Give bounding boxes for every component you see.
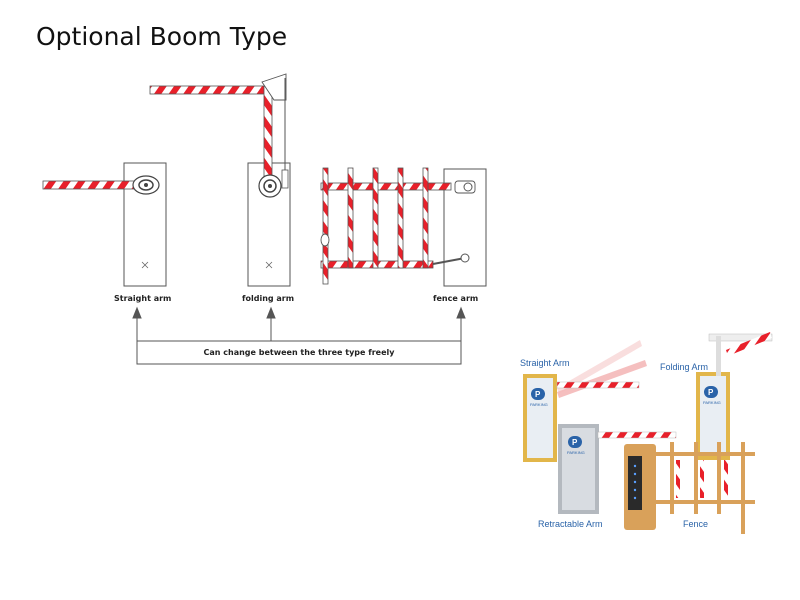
- logo-letter-1: P: [535, 390, 541, 399]
- folding-arm-label: folding arm: [242, 294, 295, 303]
- bracket-arrows: [132, 306, 466, 365]
- logo-letter-3: P: [572, 438, 578, 447]
- bracket-label: Can change between the three type freely: [203, 348, 395, 357]
- page-title: Optional Boom Type: [36, 22, 288, 51]
- fence-arm-drawing: [320, 167, 487, 287]
- logo-letter-2: P: [708, 388, 714, 397]
- photo-straight-arm-label: Straight Arm: [520, 358, 570, 368]
- photo-fence-label: Fence: [683, 519, 709, 529]
- fence-arm-label: fence arm: [433, 294, 479, 303]
- brand-label-3: PARKING: [567, 450, 585, 455]
- photo-retractable-arm-label: Retractable Arm: [538, 519, 603, 529]
- product-photo: P P P PARKING PARKING PARKING: [523, 332, 773, 534]
- brand-label-1: PARKING: [530, 402, 548, 407]
- brand-label-2: PARKING: [703, 400, 721, 405]
- straight-arm-label: Straight arm: [114, 294, 172, 303]
- folding-arm-drawing: [149, 73, 291, 287]
- photo-folding-arm-label: Folding Arm: [660, 362, 709, 372]
- straight-arm-drawing: [42, 162, 167, 287]
